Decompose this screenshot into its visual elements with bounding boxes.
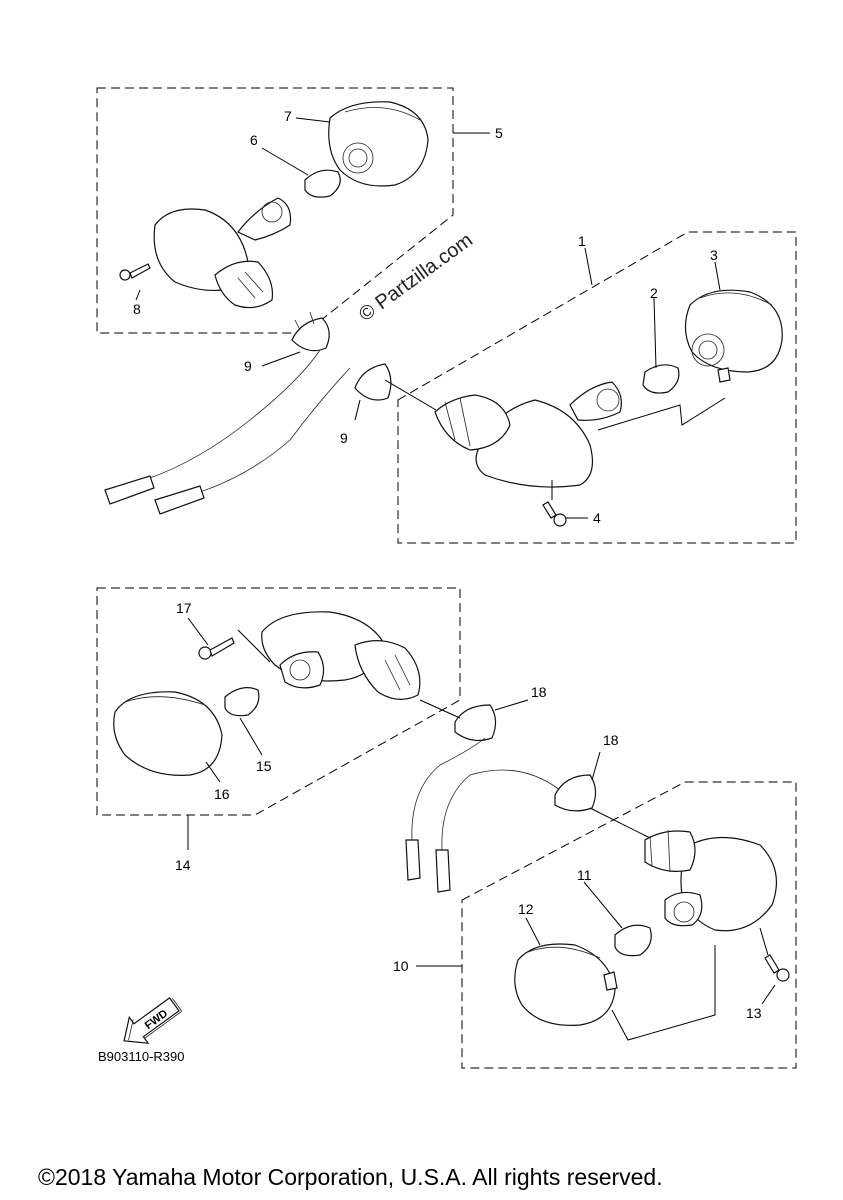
callout-9-upper: 9 (244, 358, 252, 374)
callout-3: 3 (710, 247, 718, 263)
socket-18-lower (554, 751, 651, 839)
diagram-code: B903110-R390 (98, 1049, 185, 1064)
callout-labels: 1 2 3 4 5 6 7 8 9 9 10 11 12 13 14 15 16… (133, 108, 762, 1021)
lens-3 (684, 289, 783, 373)
copyright-notice: ©2018 Yamaha Motor Corporation, U.S.A. A… (38, 1164, 663, 1190)
socket-9-upper (261, 311, 330, 367)
callout-1: 1 (578, 233, 586, 249)
callout-7: 7 (284, 108, 292, 124)
callout-14: 14 (175, 857, 191, 873)
callout-15: 15 (256, 758, 272, 774)
bulb-15 (224, 687, 260, 717)
wire-harness-lower (405, 737, 561, 893)
watermark: © Partzilla.com (355, 229, 477, 326)
assembly-14 (96, 587, 461, 850)
bulb-6 (304, 169, 341, 198)
callout-4: 4 (593, 510, 601, 526)
screw-17 (198, 637, 235, 660)
callout-17: 17 (176, 600, 192, 616)
callout-12: 12 (518, 901, 534, 917)
assembly-10 (416, 781, 797, 1069)
screw-13 (764, 954, 790, 982)
callout-5: 5 (495, 125, 503, 141)
screw-8 (119, 263, 151, 281)
callout-2: 2 (650, 285, 658, 301)
socket-18-upper (419, 699, 529, 742)
callout-18-lower: 18 (603, 732, 619, 748)
lens-16 (113, 691, 223, 776)
assembly-1 (384, 231, 797, 544)
wire-harness-upper (104, 349, 351, 515)
socket-9-lower (354, 363, 392, 421)
callout-13: 13 (746, 1005, 762, 1021)
assembly-5 (96, 87, 490, 334)
callout-16: 16 (214, 786, 230, 802)
callout-6: 6 (250, 132, 258, 148)
callout-8: 8 (133, 301, 141, 317)
callout-11: 11 (577, 867, 592, 883)
callout-18-upper: 18 (531, 684, 547, 700)
lens-12 (514, 943, 616, 1026)
bulb-2 (642, 364, 680, 394)
screw-4 (542, 501, 567, 527)
bulb-11 (614, 924, 652, 957)
fwd-arrow-icon: FWD (123, 997, 183, 1044)
callout-9-lower: 9 (340, 430, 348, 446)
callout-10: 10 (393, 958, 409, 974)
lens-7 (328, 101, 429, 187)
